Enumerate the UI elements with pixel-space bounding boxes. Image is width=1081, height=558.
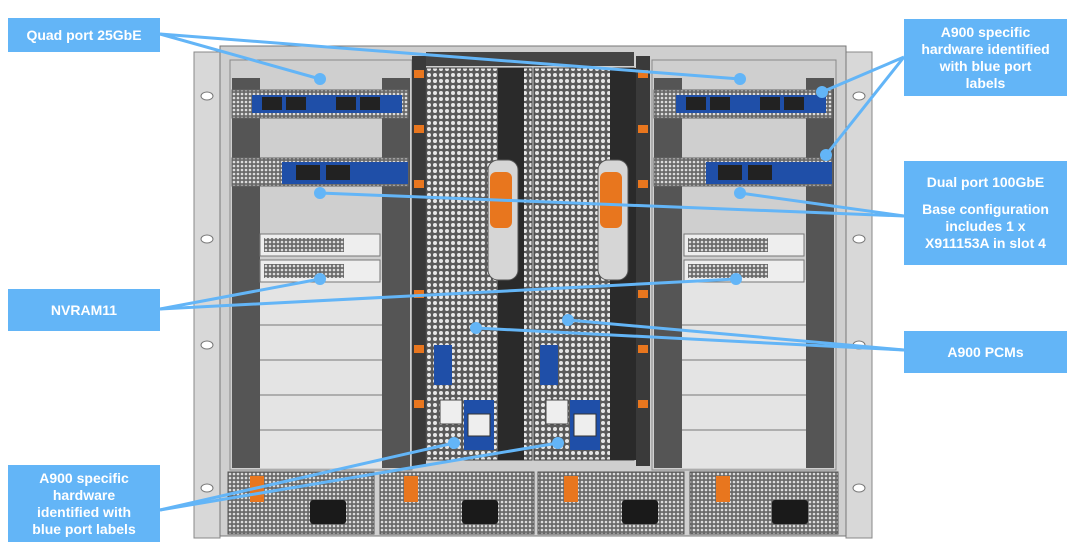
callout-text-line: blue port labels xyxy=(32,520,136,537)
callout-pcms: A900 PCMs xyxy=(904,331,1067,373)
nvram-module-left xyxy=(259,233,381,283)
dual-port-card-left xyxy=(231,157,409,187)
callout-quad-port: Quad port 25GbE xyxy=(8,18,160,52)
callout-a900-hardware-bottom: A900 specific hardware identified with b… xyxy=(8,465,160,542)
management-ports-right xyxy=(540,345,600,450)
dual-port-card-right xyxy=(653,157,833,187)
quad-port-card-left xyxy=(231,89,409,119)
callout-text-line: hardware xyxy=(52,486,116,503)
callout-text-line: labels xyxy=(965,74,1006,91)
callout-text-line: X911153A in slot 4 xyxy=(925,235,1046,251)
callout-quad-port-text: Quad port 25GbE xyxy=(26,26,142,43)
rack-ear-right xyxy=(845,51,873,539)
callout-dual-port: Dual port 100GbE Base configuration incl… xyxy=(904,161,1067,265)
callout-text-line: with blue port xyxy=(939,57,1032,74)
quad-port-card-right xyxy=(653,89,833,119)
callout-text-line: A900 specific xyxy=(940,23,1031,40)
rack-ear-left xyxy=(193,51,221,539)
callout-a900-hardware-top: A900 specific hardware identified with b… xyxy=(904,19,1067,96)
callout-nvram: NVRAM11 xyxy=(8,289,160,331)
callout-text-line: hardware identified xyxy=(921,40,1050,57)
callout-text-line: includes 1 x xyxy=(945,218,1026,234)
callout-nvram-text: NVRAM11 xyxy=(50,301,118,318)
power-supplies xyxy=(227,471,839,535)
callout-text-line: Base configuration xyxy=(922,201,1049,217)
leader-line-dots xyxy=(314,73,832,449)
nvram-module-right xyxy=(683,233,805,283)
pcm-right xyxy=(533,67,636,461)
left-controller-slots xyxy=(229,59,413,471)
callout-dual-port-text: Dual port 100GbE xyxy=(926,174,1045,190)
right-controller-slots xyxy=(651,59,837,471)
callout-pcms-text: A900 PCMs xyxy=(947,343,1024,360)
leader-lines xyxy=(159,32,906,512)
management-ports-left xyxy=(434,345,494,450)
callout-text-line: identified with xyxy=(36,503,132,520)
slot-indicator-strips xyxy=(412,56,650,466)
pcm-left xyxy=(425,67,533,461)
callout-text-line: A900 specific xyxy=(39,469,129,486)
